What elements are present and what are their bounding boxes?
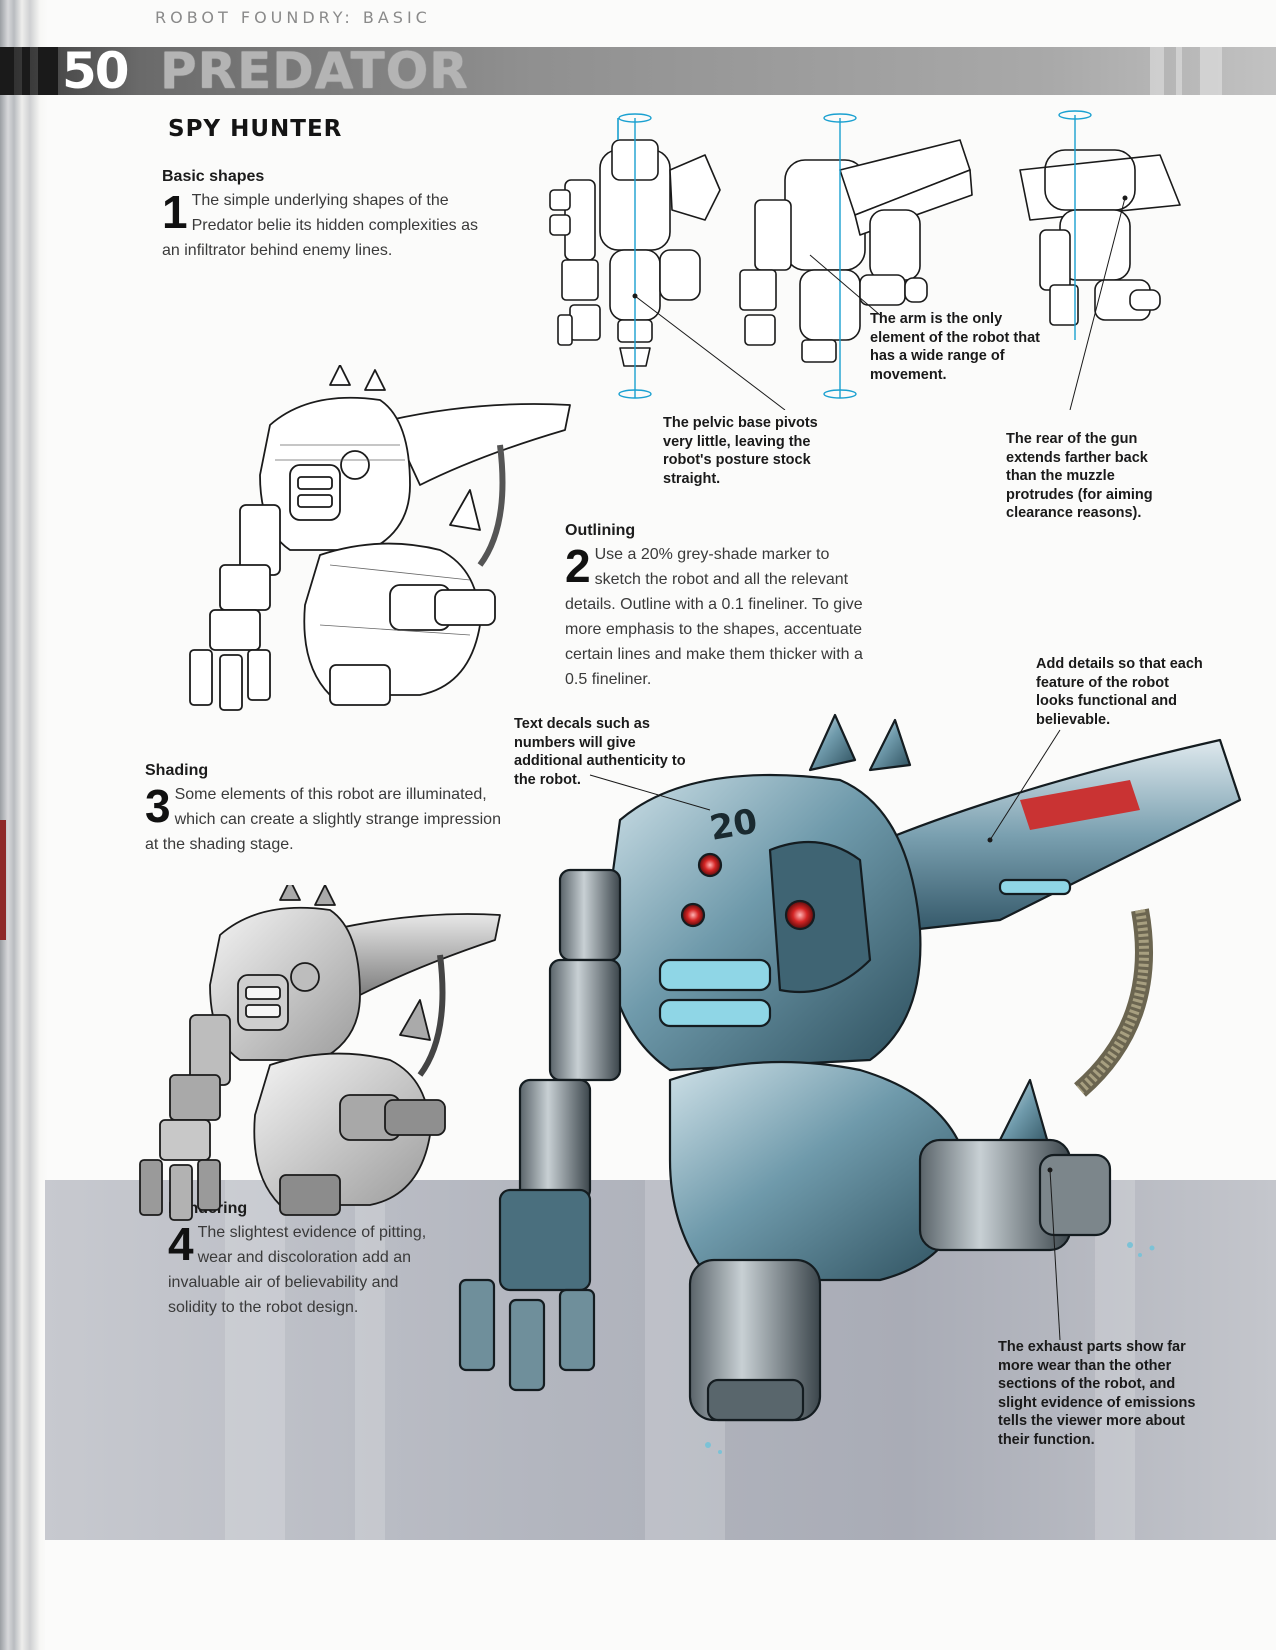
title-bar — [0, 47, 1276, 95]
chapter-title: PREDATOR — [160, 42, 469, 100]
shaded-drawing — [139, 885, 501, 1221]
step-number: 2 — [565, 540, 591, 592]
step-number: 1 — [162, 186, 188, 238]
rendering-band — [45, 1180, 1276, 1540]
step-outlining: Outlining 2 Use a 20% grey-shade marker … — [565, 522, 865, 692]
basic-shapes-drawings — [549, 110, 1181, 410]
callout-text-decals: Text decals such as numbers will give ad… — [514, 716, 686, 788]
running-head: ROBOT FOUNDRY: BASIC — [155, 8, 431, 27]
callout-arm-movement: The arm is the only element of the robot… — [870, 311, 1040, 383]
step-heading: Outlining — [565, 522, 636, 539]
step-text: The simple underlying shapes of the Pred… — [162, 192, 478, 259]
page-binding — [0, 0, 48, 1650]
callout-exhaust: The exhaust parts show far more wear tha… — [998, 1339, 1196, 1448]
rendered-robot: 20 — [458, 713, 1242, 1454]
step-heading: Basic shapes — [162, 168, 265, 185]
band-bottom — [45, 1540, 1276, 1650]
step-text: The slightest evidence of pitting, wear … — [168, 1224, 427, 1316]
step-basic-shapes: Basic shapes 1 The simple underlying sha… — [162, 168, 492, 263]
step-number: 3 — [145, 780, 171, 832]
callout-add-details: Add details so that each feature of the … — [1036, 656, 1203, 728]
step-shading: Shading 3 Some elements of this robot ar… — [145, 762, 505, 857]
step-rendering: Rendering 4 The slightest evidence of pi… — [168, 1200, 443, 1320]
chapter-number: 50 — [62, 42, 130, 100]
robot-decal: 20 — [707, 801, 761, 849]
callout-pelvic-base: The pelvic base pivots very little, leav… — [663, 415, 818, 487]
wireframe-three-quarter-view — [739, 139, 973, 363]
callout-gun-rear: The rear of the gun extends farther back… — [1006, 431, 1153, 521]
outline-drawing — [189, 365, 571, 711]
page-edge-mark — [0, 820, 6, 940]
wireframe-side-view — [1019, 149, 1181, 326]
step-number: 4 — [168, 1218, 194, 1270]
step-text: Use a 20% grey-shade marker to sketch th… — [565, 546, 863, 688]
step-heading: Shading — [145, 762, 209, 779]
step-text: Some elements of this robot are illumina… — [145, 786, 501, 853]
section-title: SPY HUNTER — [168, 116, 343, 142]
